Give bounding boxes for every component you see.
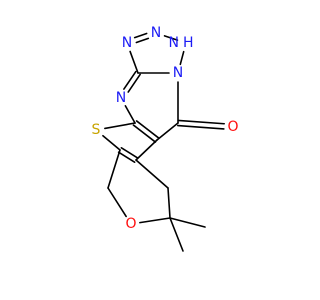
bond-methyl-right [169,217,206,228]
bond-pyran-c-ch2-right [167,187,171,219]
bond-carbonyl [177,124,225,130]
bond-tetrazole-nh-bridge [179,50,185,66]
bond-pyrimidine-c-n [127,73,141,93]
atom-symbol: O [125,216,136,232]
bond-pyrimidine-c-n [123,70,137,90]
bond-tetrazole-n-n [135,37,150,44]
bond-pyrimidine-n-c [124,105,136,124]
bond-pyran-ch2-o [107,187,127,218]
atom-s-thio: S [92,122,101,138]
bond-thiophene-s-c [102,134,121,151]
atom-n-bridge: N [173,65,183,81]
bond-pyrimidine-fuse [132,124,157,143]
bond-tetrazole-n-c [129,50,139,74]
bond-methyl-down [169,217,184,252]
bond-pyrimidine-carbonyl-fuse [156,122,179,141]
bond-pyrimidine-fuse [135,120,160,139]
atom-o-carbonyl: O [227,119,238,135]
atom-symbol: S [92,122,101,138]
atom-n-pyr: N [116,90,126,106]
atom-symbol: O [227,119,238,135]
atom-symbol: N [116,90,126,106]
atom-symbol: N [173,65,183,81]
bond-pyran-c-ch2 [107,149,121,189]
bond-pyran-ch2-thiophene [135,159,169,189]
bond-tetrazole-n-n [133,32,148,39]
bond-pyran-o-c [139,217,171,224]
atom-symbol: N [151,25,161,41]
atom-n-tz-left: N [122,35,132,51]
atom-hydrogen-suffix: H [183,35,194,51]
bond-carbonyl [177,119,226,125]
bond-thiophene-fuse [135,139,158,161]
atom-n-tz-top: N [151,25,161,41]
bond-thiophene-c-s [104,122,136,130]
bond-layer [102,32,226,252]
atom-o-pyran: O [125,216,136,232]
bond-thiophene-double [120,146,139,159]
atom-symbol: N [122,35,132,51]
bond-tetrazole-n-nh [163,35,179,41]
bond-thiophene-double [117,151,136,164]
